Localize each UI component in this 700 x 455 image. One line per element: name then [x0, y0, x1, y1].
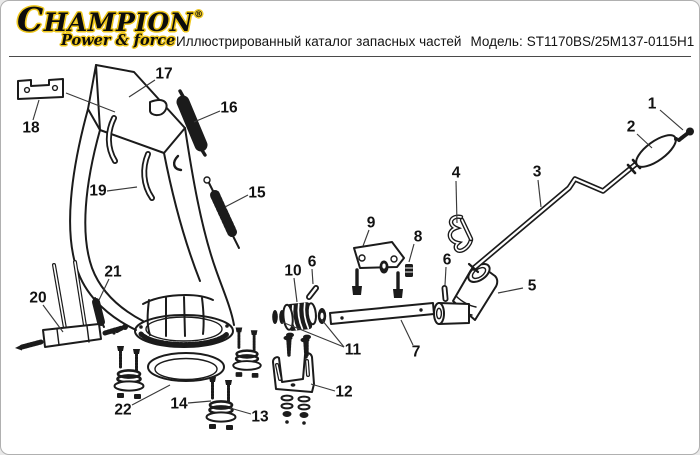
chute-hook	[173, 154, 183, 172]
callout-leader-1	[659, 109, 684, 131]
part-11-washer	[272, 310, 278, 324]
callout-leader-16	[193, 110, 221, 123]
callout-leader-21	[98, 278, 110, 301]
part-5-universal-joint	[433, 263, 499, 325]
callout-10: 10	[284, 263, 301, 280]
callout-1: 1	[648, 96, 657, 113]
part-20-bracket-rods	[15, 260, 128, 351]
part-9-bracket	[352, 241, 405, 298]
callout-19: 19	[89, 183, 107, 200]
callout-leader-11	[281, 321, 345, 348]
catalog-title: Иллюстрированный каталог запасных частей	[176, 34, 462, 49]
model-label: Модель:	[470, 34, 523, 49]
brand-name: CHAMPION®	[17, 0, 204, 39]
callout-leader-14	[187, 400, 212, 404]
callout-leader-11	[321, 319, 345, 348]
callout-leader-15	[224, 194, 249, 208]
callout-8: 8	[414, 229, 423, 246]
callout-leader-2	[636, 133, 653, 149]
callout-leader-18	[65, 92, 116, 113]
champion-logo: CHAMPION® Power & force	[17, 0, 204, 49]
callout-18: 18	[22, 120, 40, 137]
callout-13: 13	[251, 409, 269, 426]
callout-leader-6	[311, 268, 314, 285]
model-number: ST1170BS/25M137-0115H1	[526, 34, 695, 49]
part-3-crank-rod	[467, 158, 642, 274]
callout-21: 21	[104, 264, 122, 281]
callout-leader-18	[32, 99, 40, 121]
part-10-worm-gear	[272, 285, 327, 357]
part-22-ring	[147, 352, 225, 382]
callout-16: 16	[220, 100, 238, 117]
deflector-ear-tab	[149, 99, 168, 117]
callout-5: 5	[528, 278, 537, 295]
callout-leader-13	[229, 407, 252, 415]
callout-4: 4	[452, 165, 461, 182]
gear-ring-teeth	[138, 331, 230, 348]
part-21-spring	[92, 297, 105, 328]
callout-14: 14	[170, 396, 188, 413]
callout-3: 3	[533, 164, 542, 181]
page-title: Иллюстрированный каталог запасных частей…	[176, 34, 694, 49]
callout-2: 2	[627, 119, 636, 136]
callout-leader-10	[293, 277, 298, 303]
callout-6: 6	[308, 254, 317, 271]
callout-11: 11	[345, 342, 362, 359]
part-16-spring	[176, 89, 208, 157]
part-15-spring	[203, 176, 240, 249]
callout-leader-6	[444, 266, 447, 286]
callout-leader-22	[131, 384, 171, 406]
callout-17: 17	[155, 66, 172, 83]
part-4-cotter-pin	[447, 214, 474, 253]
callout-leader-8	[408, 243, 415, 263]
part-18-bracket-plate	[17, 78, 64, 100]
brand-tagline: Power & force	[61, 32, 176, 49]
callout-12: 12	[335, 384, 352, 401]
callout-leader-12	[310, 383, 336, 392]
registered-mark: ®	[194, 10, 204, 20]
part-8-spacer	[405, 264, 413, 277]
callout-22: 22	[114, 402, 131, 419]
part-7-flat-bar	[329, 302, 435, 325]
callout-leader-17	[128, 79, 156, 98]
part-1-bolt	[674, 127, 694, 142]
callout-20: 20	[29, 290, 46, 307]
header-divider	[9, 56, 691, 57]
callout-15: 15	[248, 185, 266, 202]
callout-7: 7	[412, 344, 421, 361]
part-17-deflector	[87, 64, 186, 201]
callout-leader-5	[497, 287, 524, 294]
callout-9: 9	[367, 215, 376, 232]
callout-6: 6	[443, 252, 452, 269]
callout-leader-4	[455, 180, 458, 224]
callout-leader-3	[537, 179, 542, 208]
callout-leader-20	[42, 304, 64, 333]
callout-leader-19	[106, 186, 138, 192]
callout-leader-7	[400, 319, 414, 346]
callout-leader-9	[362, 229, 370, 247]
part-2-handle-grip	[635, 134, 677, 168]
